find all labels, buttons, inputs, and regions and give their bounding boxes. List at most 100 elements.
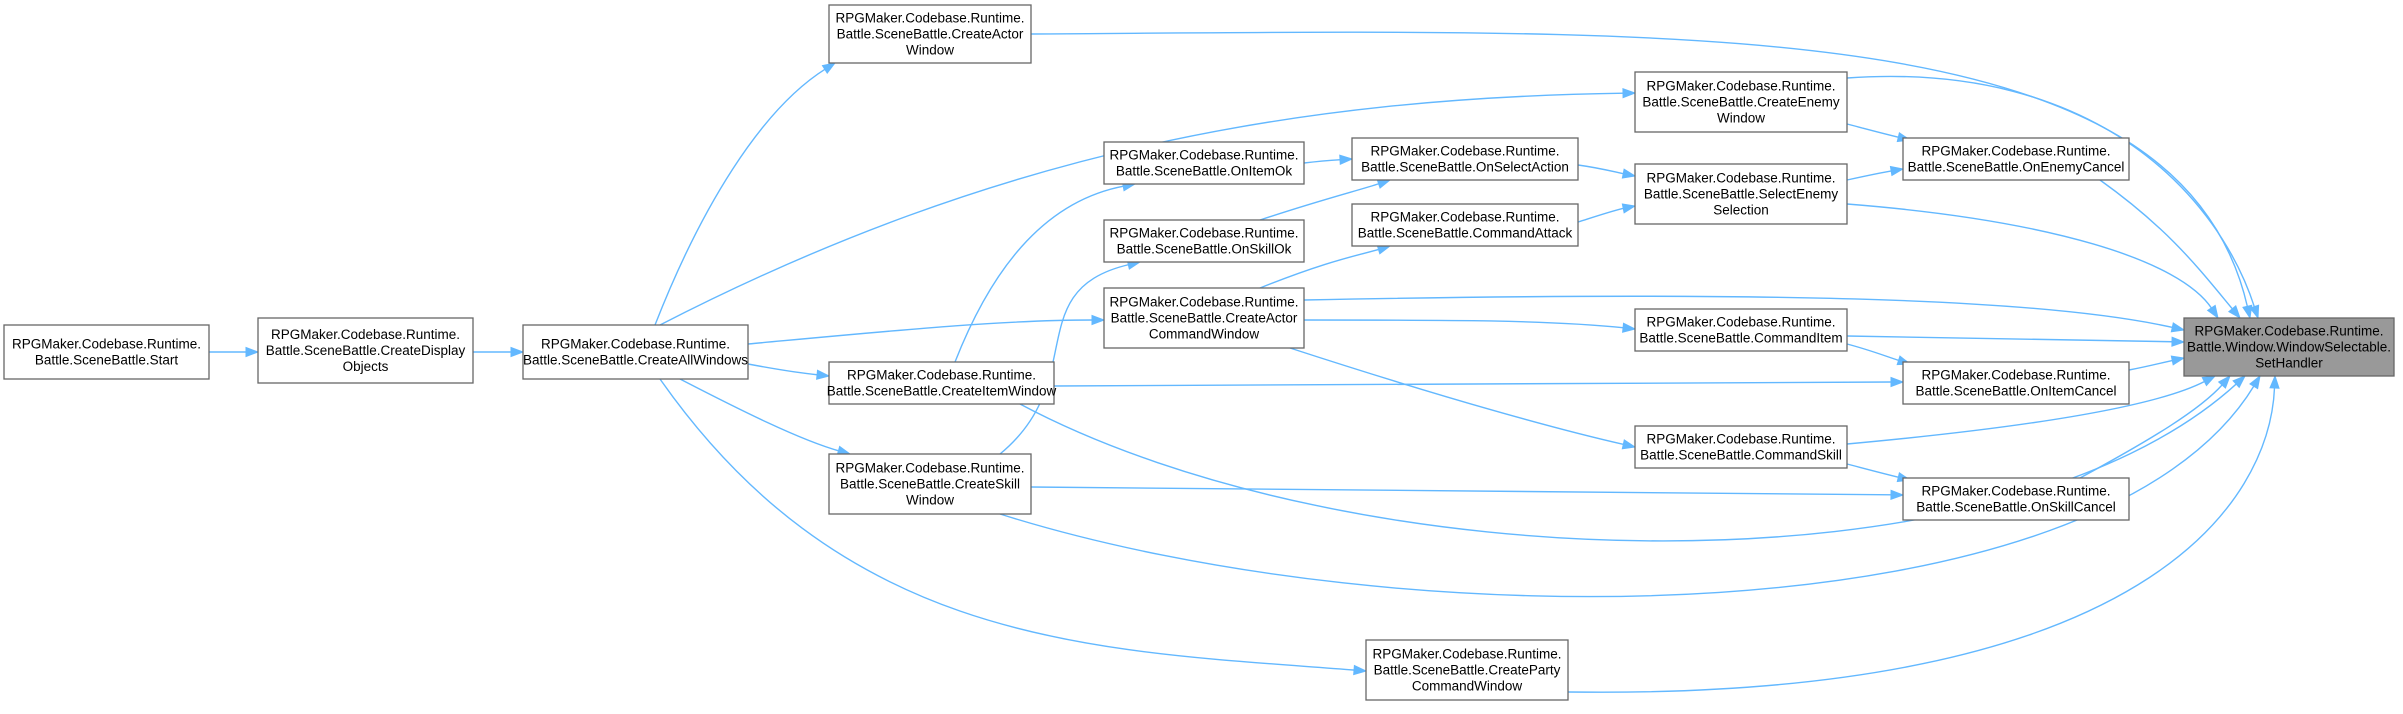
node-label-line: RPGMaker.Codebase.Runtime. [1646,79,1835,94]
node-label-line: RPGMaker.Codebase.Runtime. [1370,144,1559,159]
node-box[interactable] [1634,308,1848,352]
node-box[interactable] [1351,137,1579,181]
node-label-line: Battle.SceneBattle.Start [35,353,179,368]
node-label-line: Battle.Window.WindowSelectable. [2187,340,2391,355]
node-box[interactable] [1634,163,1848,225]
node-label-line: Battle.SceneBattle.CommandAttack [1358,226,1573,241]
arrowhead-on-item-cancel-to-set-handler [2170,355,2186,366]
node-box[interactable] [1103,141,1305,185]
edge-create-party-command-window-to-set-handler [1567,386,2276,693]
node-label-line: Battle.SceneBattle.OnItemCancel [1915,384,2116,399]
node-label-line: RPGMaker.Codebase.Runtime. [1646,171,1835,186]
node-create-actor-command-window[interactable]: RPGMaker.Codebase.Runtime.Battle.SceneBa… [1103,287,1305,349]
node-label-line: Battle.SceneBattle.CreateActor [1111,311,1298,326]
node-on-item-cancel[interactable]: RPGMaker.Codebase.Runtime.Battle.SceneBa… [1902,361,2130,405]
nodes-layer: RPGMaker.Codebase.Runtime.Battle.SceneBa… [3,4,2395,701]
edge-create-actor-command-window-to-command-attack [1259,248,1380,289]
node-set-handler[interactable]: RPGMaker.Codebase.Runtime.Battle.Window.… [2183,317,2395,377]
node-box[interactable] [1634,71,1848,133]
node-label-line: RPGMaker.Codebase.Runtime. [835,461,1024,476]
node-box[interactable] [3,324,210,380]
arrowhead-create-actor-window-to-set-handler [2242,304,2253,320]
node-label-line: RPGMaker.Codebase.Runtime. [2194,324,2383,339]
node-box[interactable] [2183,317,2395,377]
node-box[interactable] [1634,425,1848,469]
node-box[interactable] [522,324,749,380]
node-on-enemy-cancel[interactable]: RPGMaker.Codebase.Runtime.Battle.SceneBa… [1902,137,2130,181]
edge-create-skill-window-to-set-handler [999,385,2255,598]
arrowhead-create-party-command-window-to-set-handler [2269,374,2280,389]
node-label-line: Window [906,493,954,508]
arrowhead-create-all-windows-to-create-party-command-window [1353,664,1368,676]
arrowhead-create-enemy-window-to-set-handler [2249,304,2260,320]
arrowhead-on-skill-cancel-to-set-handler [2217,374,2231,389]
arrowhead-create-actor-command-window-to-command-skill [1621,439,1637,450]
edge-create-all-windows-to-create-item-window [747,363,819,376]
node-box[interactable] [257,317,474,384]
node-box[interactable] [1902,137,2130,181]
node-create-all-windows[interactable]: RPGMaker.Codebase.Runtime.Battle.SceneBa… [522,324,749,380]
node-start[interactable]: RPGMaker.Codebase.Runtime.Battle.SceneBa… [3,324,210,380]
edge-create-actor-command-window-to-set-handler [1303,295,2174,329]
node-create-actor-window[interactable]: RPGMaker.Codebase.Runtime.Battle.SceneBa… [828,4,1032,64]
node-label-line: RPGMaker.Codebase.Runtime. [1109,148,1298,163]
edge-create-item-window-to-set-handler [1019,382,2238,542]
node-label-line: Window [1717,111,1765,126]
node-on-item-ok[interactable]: RPGMaker.Codebase.Runtime.Battle.SceneBa… [1103,141,1305,185]
node-create-display-objects[interactable]: RPGMaker.Codebase.Runtime.Battle.SceneBa… [257,317,474,384]
edge-create-actor-window-to-set-handler [1030,31,2249,308]
node-box[interactable] [1365,639,1569,701]
arrowhead-create-skill-window-to-on-skill-cancel [1890,489,1905,501]
arrowhead-create-actor-command-window-to-set-handler [2170,322,2186,333]
node-label-line: RPGMaker.Codebase.Runtime. [1646,315,1835,330]
node-label-line: RPGMaker.Codebase.Runtime. [271,327,460,342]
node-label-line: RPGMaker.Codebase.Runtime. [1372,647,1561,662]
arrowhead-create-actor-command-window-to-command-item [1622,322,1637,333]
edge-create-skill-window-to-on-skill-cancel [1030,486,1893,496]
arrowhead-select-enemy-selection-to-set-handler [2206,304,2219,320]
node-box[interactable] [828,453,1032,515]
node-label-line: RPGMaker.Codebase.Runtime. [835,11,1024,26]
node-label-line: Battle.SceneBattle.CreateAllWindows [523,353,748,368]
node-label-line: Selection [1713,203,1769,218]
node-box[interactable] [828,361,1055,405]
node-box[interactable] [1103,287,1305,349]
node-on-skill-cancel[interactable]: RPGMaker.Codebase.Runtime.Battle.SceneBa… [1902,477,2130,521]
edge-create-actor-command-window-to-command-skill [1289,347,1625,446]
node-label-line: RPGMaker.Codebase.Runtime. [1921,144,2110,159]
node-on-skill-ok[interactable]: RPGMaker.Codebase.Runtime.Battle.SceneBa… [1103,219,1305,263]
node-label-line: Battle.SceneBattle.CreateSkill [840,477,1020,492]
node-command-item[interactable]: RPGMaker.Codebase.Runtime.Battle.SceneBa… [1634,308,1848,352]
edge-create-all-windows-to-create-party-command-window [659,378,1356,671]
node-create-party-command-window[interactable]: RPGMaker.Codebase.Runtime.Battle.SceneBa… [1365,639,1569,701]
arrowhead-on-item-ok-to-on-select-action [1339,154,1354,165]
edge-create-actor-command-window-to-command-item [1303,319,1625,329]
node-create-item-window[interactable]: RPGMaker.Codebase.Runtime.Battle.SceneBa… [827,361,1057,405]
arrowhead-start-to-create-display-objects [245,346,260,358]
node-command-skill[interactable]: RPGMaker.Codebase.Runtime.Battle.SceneBa… [1634,425,1848,469]
node-label-line: Battle.SceneBattle.CommandSkill [1640,448,1842,463]
node-box[interactable] [1351,203,1579,247]
edge-create-all-windows-to-create-actor-command-window [747,319,1094,345]
node-box[interactable] [1902,477,2130,521]
edge-select-enemy-selection-to-on-enemy-cancel [1846,170,1893,181]
node-command-attack[interactable]: RPGMaker.Codebase.Runtime.Battle.SceneBa… [1351,203,1579,247]
edge-create-enemy-window-to-set-handler [1846,75,2256,308]
edge-on-item-cancel-to-set-handler [2128,359,2174,371]
node-box[interactable] [828,4,1032,64]
node-select-enemy-selection[interactable]: RPGMaker.Codebase.Runtime.Battle.SceneBa… [1634,163,1848,225]
arrowhead-create-all-windows-to-create-actor-window [821,62,837,75]
node-label-line: RPGMaker.Codebase.Runtime. [1370,210,1559,225]
edge-command-item-to-on-item-cancel [1846,343,1900,362]
node-create-enemy-window[interactable]: RPGMaker.Codebase.Runtime.Battle.SceneBa… [1634,71,1848,133]
edge-on-enemy-cancel-to-set-handler [2099,179,2234,310]
edge-create-skill-window-to-on-skill-ok [999,263,1130,455]
node-on-select-action[interactable]: RPGMaker.Codebase.Runtime.Battle.SceneBa… [1351,137,1579,181]
node-create-skill-window[interactable]: RPGMaker.Codebase.Runtime.Battle.SceneBa… [828,453,1032,515]
node-label-line: SetHandler [2255,356,2323,371]
node-label-line: Battle.SceneBattle.CommandItem [1639,331,1842,346]
node-box[interactable] [1103,219,1305,263]
edge-command-item-to-set-handler [1846,335,2174,343]
node-box[interactable] [1902,361,2130,405]
edge-create-enemy-window-to-on-enemy-cancel [1846,123,1900,139]
